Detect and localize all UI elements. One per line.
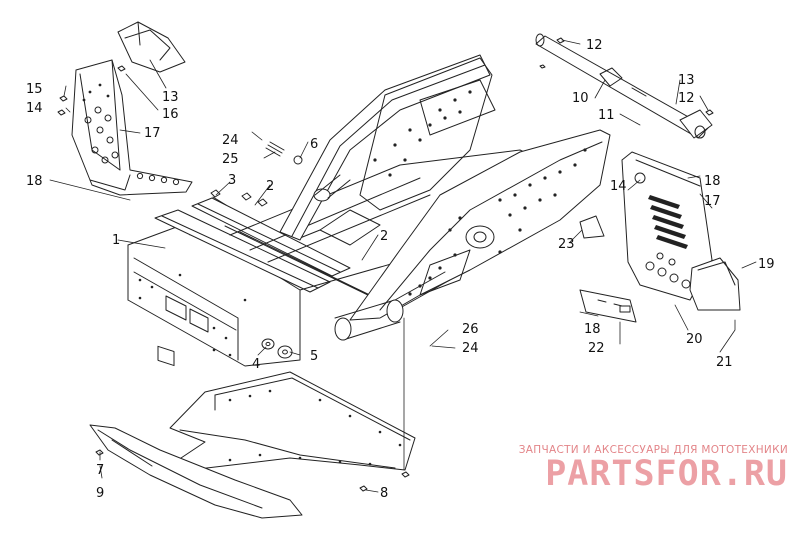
callout-23: 23 xyxy=(558,237,575,252)
watermark-logo: PARTSFOR.RU xyxy=(545,454,788,494)
bolts-12 xyxy=(539,37,714,116)
callout-18b: 18 xyxy=(704,174,721,189)
bracket-23 xyxy=(579,215,605,239)
callout-18a: 18 xyxy=(26,174,43,189)
spring-pin-25 xyxy=(265,141,285,157)
callout-5: 5 xyxy=(310,349,318,364)
right-footrest-bracket xyxy=(621,151,713,301)
leader-lines xyxy=(49,39,757,493)
plate-22 xyxy=(579,289,637,323)
callout-26: 26 xyxy=(462,322,479,337)
nut-14-right xyxy=(634,172,646,184)
front-frame-chassis xyxy=(127,54,611,367)
callout-12b: 12 xyxy=(678,91,695,106)
callout-19: 19 xyxy=(758,257,775,272)
callout-10: 10 xyxy=(572,91,589,106)
screw-13-15 xyxy=(57,65,126,116)
washer-4 xyxy=(261,338,275,350)
callout-1: 1 xyxy=(112,233,120,248)
callout-13a: 13 xyxy=(162,90,179,105)
callout-14b: 14 xyxy=(610,179,627,194)
callout-21: 21 xyxy=(716,355,733,370)
callout-17a: 17 xyxy=(144,126,161,141)
callout-12a: 12 xyxy=(586,38,603,53)
callout-22: 22 xyxy=(588,341,605,356)
callout-8: 8 xyxy=(380,486,388,501)
callout-3: 3 xyxy=(228,173,236,188)
callout-17b: 17 xyxy=(704,194,721,209)
bolt-2-heads xyxy=(241,192,268,207)
callout-24a: 24 xyxy=(222,133,239,148)
cover-16 xyxy=(117,21,186,73)
callout-11: 11 xyxy=(598,108,615,123)
nut-5 xyxy=(277,345,293,359)
callout-20: 20 xyxy=(686,332,703,347)
callout-labels: 1 2 2 3 4 5 6 7 8 9 10 11 12 12 13 13 14… xyxy=(26,38,775,501)
callout-4: 4 xyxy=(252,357,260,372)
callout-25: 25 xyxy=(222,152,239,167)
steering-support-bar xyxy=(535,33,713,139)
callout-2a: 2 xyxy=(266,179,274,194)
callout-16: 16 xyxy=(162,107,179,122)
callout-7: 7 xyxy=(96,463,104,478)
callout-2b: 2 xyxy=(380,229,388,244)
callout-24b: 24 xyxy=(462,341,479,356)
callout-18c: 18 xyxy=(584,322,601,337)
callout-14a: 14 xyxy=(26,101,43,116)
skid-plate-7 xyxy=(89,424,303,519)
callout-13b: 13 xyxy=(678,73,695,88)
bolt-3 xyxy=(210,189,227,206)
watermark-tagline: ЗАПЧАСТИ И АКСЕССУАРЫ ДЛЯ МОТОТЕХНИКИ xyxy=(518,444,788,456)
bracket-20 xyxy=(689,257,741,311)
callout-15: 15 xyxy=(26,82,43,97)
left-footrest-bracket xyxy=(71,59,193,196)
callout-6: 6 xyxy=(310,137,318,152)
belly-pan xyxy=(169,371,416,471)
rivets-8-9 xyxy=(95,449,410,492)
callout-9: 9 xyxy=(96,486,104,501)
